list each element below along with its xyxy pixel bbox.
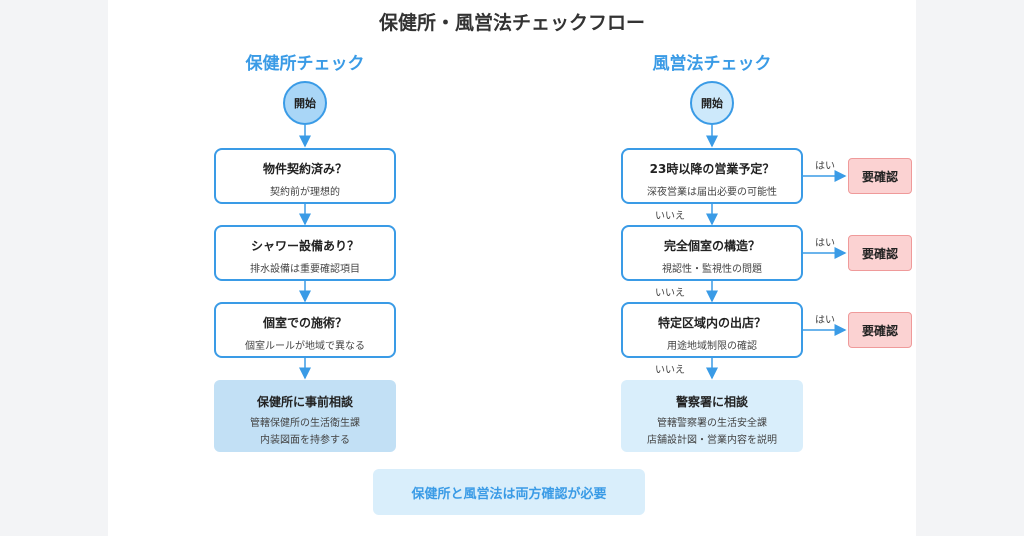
health-center-heading: 保健所チェック bbox=[245, 54, 365, 74]
right-step-3-title: 特定区域内の出店？ bbox=[657, 316, 766, 330]
right-step-3: 特定区域内の出店？ 用途地域制限の確認 bbox=[621, 302, 803, 358]
left-step-3: 個室での施術？ 個室ルールが地域で異なる bbox=[214, 302, 396, 358]
left-step-1-note: 契約前が理想的 bbox=[270, 187, 340, 198]
right-result-note-2: 店舗設計図・営業内容を説明 bbox=[647, 435, 777, 446]
no-label-1: いいえ bbox=[655, 211, 685, 222]
right-step-1-title: 23時以降の営業予定？ bbox=[649, 162, 775, 176]
no-label-2: いいえ bbox=[655, 288, 685, 299]
right-step-1-note: 深夜営業は届出必要の可能性 bbox=[647, 187, 777, 198]
left-step-3-title: 個室での施術？ bbox=[262, 316, 347, 330]
yes-label-1: はい bbox=[815, 161, 835, 172]
left-step-2-title: シャワー設備あり？ bbox=[250, 239, 359, 253]
left-result: 保健所に事前相談 管轄保健所の生活衛生課 内装図面を持参する bbox=[214, 380, 396, 452]
left-result-note-2: 内装図面を持参する bbox=[260, 435, 350, 446]
left-result-note-1: 管轄保健所の生活衛生課 bbox=[250, 418, 360, 429]
no-label-3: いいえ bbox=[655, 365, 685, 376]
footer-note: 保健所と風営法は両方確認が必要 bbox=[373, 469, 645, 515]
needs-check-box-2: 要確認 bbox=[848, 235, 912, 271]
left-step-2: シャワー設備あり？ 排水設備は重要確認項目 bbox=[214, 225, 396, 281]
yes-label-3: はい bbox=[815, 315, 835, 326]
right-step-1: 23時以降の営業予定？ 深夜営業は届出必要の可能性 bbox=[621, 148, 803, 204]
right-step-2-title: 完全個室の構造？ bbox=[663, 239, 760, 253]
adult-business-law-heading: 風営法チェック bbox=[652, 54, 772, 74]
left-step-1: 物件契約済み？ 契約前が理想的 bbox=[214, 148, 396, 204]
right-result-note-1: 管轄警察署の生活安全課 bbox=[657, 418, 767, 429]
yes-label-2: はい bbox=[815, 238, 835, 249]
left-start-node: 開始 bbox=[283, 81, 327, 125]
left-result-title: 保健所に事前相談 bbox=[256, 395, 353, 409]
right-result: 警察署に相談 管轄警察署の生活安全課 店舗設計図・営業内容を説明 bbox=[621, 380, 803, 452]
needs-check-box-1: 要確認 bbox=[848, 158, 912, 194]
right-start-node: 開始 bbox=[690, 81, 734, 125]
right-result-title: 警察署に相談 bbox=[675, 395, 748, 409]
left-step-1-title: 物件契約済み？ bbox=[262, 162, 347, 176]
right-step-2-note: 視認性・監視性の問題 bbox=[662, 264, 762, 275]
diagram-title: 保健所・風営法チェックフロー bbox=[378, 12, 645, 34]
left-step-3-note: 個室ルールが地域で異なる bbox=[245, 341, 365, 352]
needs-check-box-3: 要確認 bbox=[848, 312, 912, 348]
left-step-2-note: 排水設備は重要確認項目 bbox=[250, 264, 360, 275]
right-step-3-note: 用途地域制限の確認 bbox=[667, 341, 757, 352]
right-step-2: 完全個室の構造？ 視認性・監視性の問題 bbox=[621, 225, 803, 281]
